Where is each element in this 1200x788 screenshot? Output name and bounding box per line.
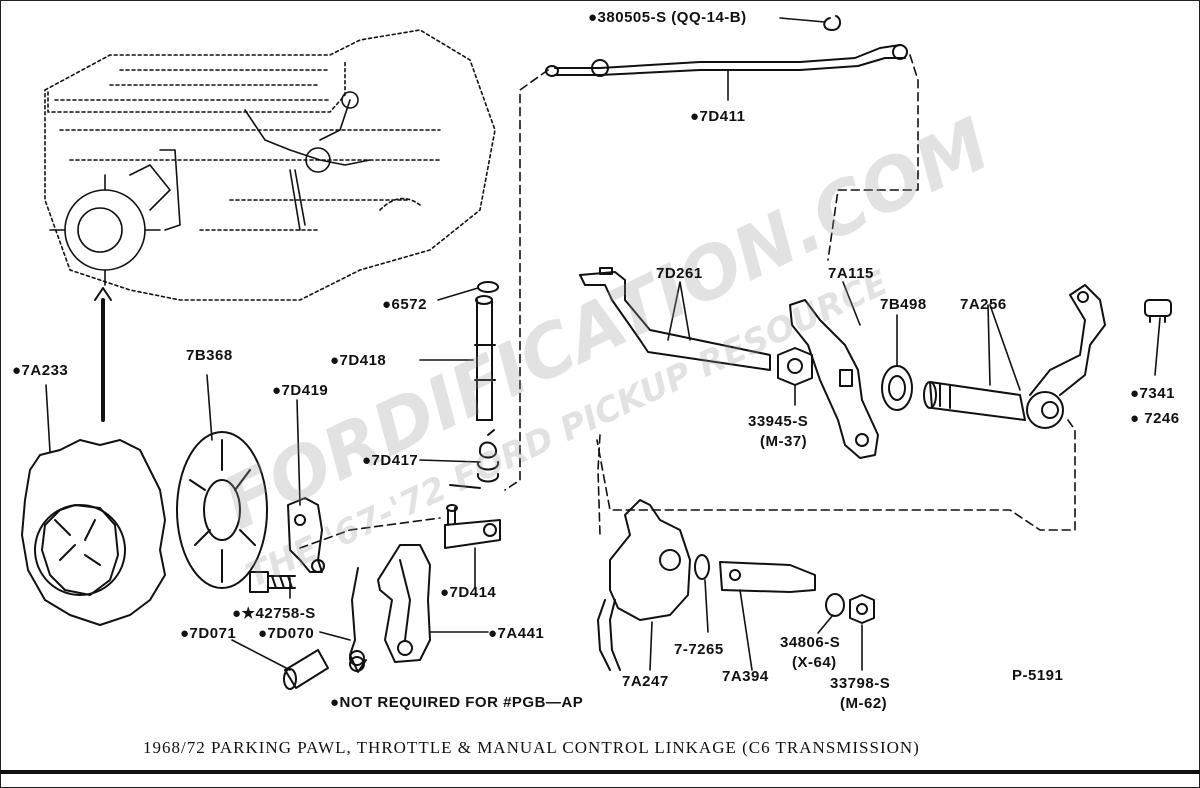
spring-7D070 (349, 567, 367, 673)
case-linkage (129, 91, 371, 231)
label-7341: ●7341 (1130, 385, 1175, 402)
case-gear (49, 174, 161, 286)
nut-33945 (777, 347, 813, 386)
label-42758-S: ●★42758-S (232, 605, 316, 622)
label-7A441: ●7A441 (488, 625, 545, 642)
footnote: ●NOT REQUIRED FOR #PGB—AP (330, 694, 584, 711)
rod-7D418 (474, 295, 496, 421)
pawl-7A441 (377, 544, 431, 663)
label-7D417: ●7D417 (362, 452, 419, 469)
label-33945-S: 33945-S (748, 413, 809, 430)
bolt-42758 (249, 571, 296, 593)
nut-33798 (849, 594, 875, 624)
transmission-case (44, 29, 496, 301)
label-33945-S-spec: (M-37) (760, 433, 808, 450)
bracket-7D419 (287, 497, 325, 573)
label-7D419: ●7D419 (272, 382, 329, 399)
label-7D414: ●7D414 (440, 584, 497, 601)
label-7A394: 7A394 (722, 668, 769, 685)
plate-id: P-5191 (1012, 667, 1064, 684)
label-380505-S: ●380505-S (QQ-14-B) (588, 9, 747, 26)
leader-lines (45, 17, 1161, 671)
shaft-7A256 (923, 284, 1106, 429)
label-33798-S: 33798-S (830, 675, 891, 692)
washer-34806 (825, 593, 845, 617)
clip-380505 (823, 15, 842, 31)
label-7A256: 7A256 (960, 296, 1007, 313)
label-7D070: ●7D070 (258, 625, 315, 642)
label-6572: ●6572 (382, 296, 427, 313)
bolt-7341 (1144, 299, 1172, 323)
gear-7A233 (21, 439, 166, 626)
lever-7D261 (579, 267, 771, 371)
label-7D071: ●7D071 (180, 625, 237, 642)
label-7246: ● 7246 (1130, 410, 1180, 427)
label-34806-S: 34806-S (780, 634, 841, 651)
bottom-rule (0, 770, 1200, 774)
label-7B368: 7B368 (186, 347, 233, 364)
linkage-dash-lines (299, 54, 1076, 549)
link-7A394 (719, 561, 816, 593)
lever-7A115 (789, 299, 879, 459)
washer-77265 (694, 554, 710, 580)
label-7-7265: 7-7265 (674, 641, 724, 658)
figure-caption: 1968/72 PARKING PAWL, THROTTLE & MANUAL … (143, 738, 920, 757)
plate-7B368 (176, 431, 268, 589)
label-7A247: 7A247 (622, 673, 669, 690)
spring-7D417 (449, 429, 499, 489)
lever-7D414 (444, 504, 501, 549)
ring-6572 (477, 281, 499, 293)
label-7D411: ●7D411 (690, 108, 746, 125)
rod-7D411 (545, 44, 908, 77)
label-33798-S-spec: (M-62) (840, 695, 888, 712)
detent-7A247 (597, 499, 691, 671)
pin-7D071 (283, 649, 329, 690)
label-7B498: 7B498 (880, 296, 927, 313)
label-7D418: ●7D418 (330, 352, 387, 369)
label-7A233: ●7A233 (12, 362, 69, 379)
seal-7B498 (881, 365, 913, 411)
label-34806-S-spec: (X-64) (792, 654, 837, 671)
label-7A115: 7A115 (828, 265, 874, 282)
label-7D261: 7D261 (656, 265, 703, 282)
